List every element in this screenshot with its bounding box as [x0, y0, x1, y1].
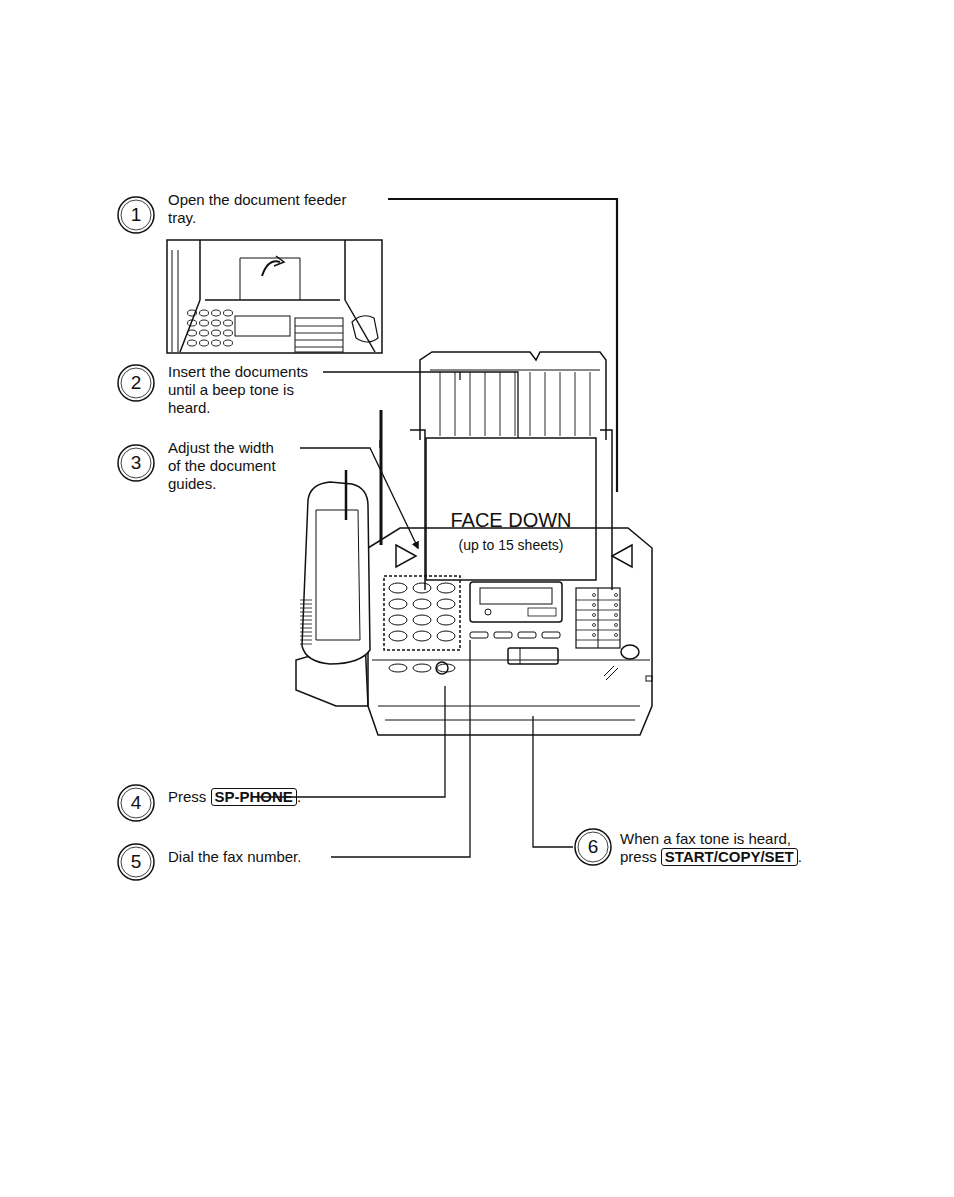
keypad-key: [413, 583, 431, 593]
keypad-key: [437, 631, 455, 641]
instruction-text: Press: [168, 788, 206, 805]
text-group: 6: [575, 829, 611, 865]
instruction-text: Dial the fax number.: [168, 848, 301, 865]
keypad-key: [389, 615, 407, 625]
text-group: Dial the fax number.: [168, 848, 358, 866]
paper-note: (up to 15 sheets): [458, 537, 563, 553]
text-group: (up to 15 sheets): [431, 536, 591, 554]
punctuation: .: [297, 788, 301, 805]
callout-number: 5: [131, 851, 142, 872]
text-group: Adjust the width of the document guides.: [168, 439, 290, 493]
callout-number: 6: [588, 836, 599, 857]
keypad-key: [413, 599, 431, 609]
instruction-text: Open the document feeder tray.: [168, 191, 346, 226]
inset-picture: [167, 240, 382, 353]
text-group: Insert the documents until a beep tone i…: [168, 363, 320, 417]
callout-number: 3: [131, 452, 142, 473]
keypad-key: [437, 615, 455, 625]
instruction-text: Adjust the width of the document guides.: [168, 439, 276, 492]
text-group: FACE DOWN: [431, 508, 591, 532]
keypad-key: [437, 599, 455, 609]
text-group: Open the document feeder tray.: [168, 191, 373, 227]
text-group: 2: [118, 365, 154, 401]
callout-number: 1: [131, 204, 142, 225]
text-group: When a fax tone is heard, press START/CO…: [620, 830, 830, 866]
key-name: SP-PHONE: [211, 788, 297, 806]
punctuation: .: [798, 848, 802, 865]
text-group: 4: [118, 785, 154, 821]
callout-number: 2: [131, 372, 142, 393]
paper-label: FACE DOWN: [450, 509, 571, 531]
fax-machine: [296, 352, 652, 735]
text-group: 5: [118, 844, 154, 880]
keypad-key: [389, 583, 407, 593]
keypad-key: [437, 583, 455, 593]
key-name: START/COPY/SET: [661, 848, 798, 866]
text-group: 3: [118, 445, 154, 481]
keypad-key: [389, 599, 407, 609]
keypad-key: [389, 631, 407, 641]
text-group: 1: [118, 197, 154, 233]
text-group: Press SP-PHONE.: [168, 788, 328, 806]
callout-circles: [118, 197, 611, 880]
callout-number: 4: [131, 792, 142, 813]
instruction-text: Insert the documents until a beep tone i…: [168, 363, 308, 416]
keypad-key: [413, 615, 431, 625]
keypad-key: [413, 631, 431, 641]
